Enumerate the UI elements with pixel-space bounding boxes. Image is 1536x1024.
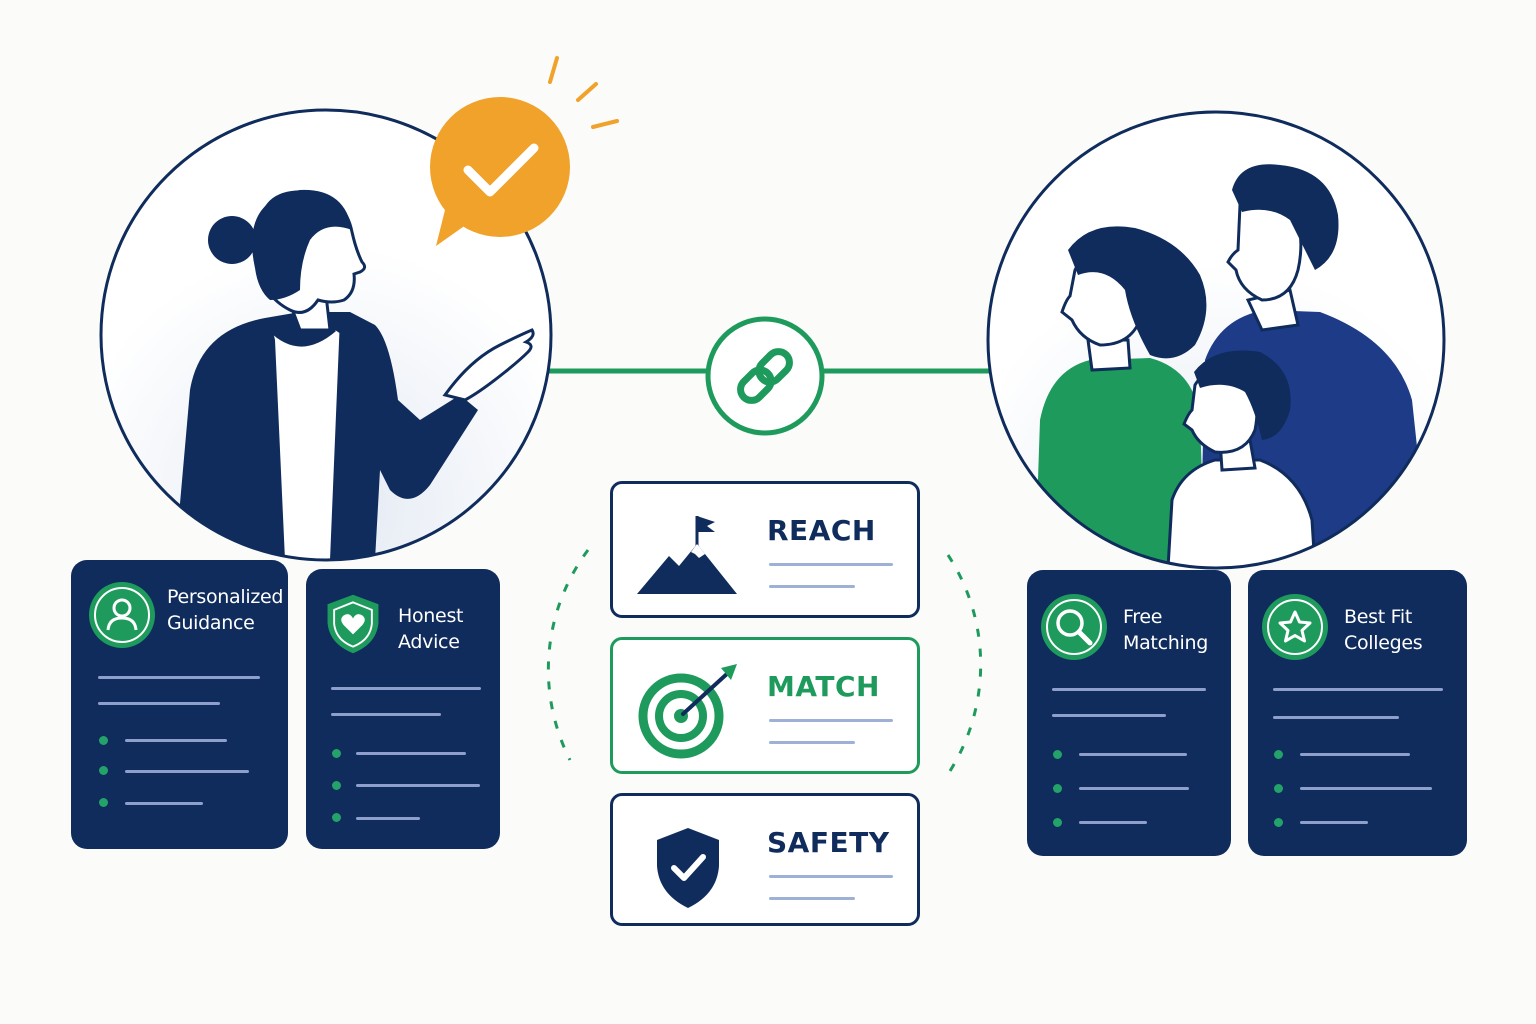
bullet-dot — [99, 736, 108, 745]
advisor-illustration — [99, 108, 553, 562]
text-line — [1052, 688, 1206, 691]
text-line — [125, 770, 249, 773]
card-title: Best Fit Colleges — [1344, 606, 1423, 654]
text-line — [1300, 787, 1432, 790]
shield-check-icon — [657, 828, 719, 908]
text-line — [331, 687, 481, 690]
tier-label: REACH — [767, 514, 876, 547]
text-line — [1273, 688, 1443, 691]
text-line — [1300, 821, 1368, 824]
text-line — [356, 817, 420, 820]
mountain-flag-icon — [637, 516, 737, 594]
bullet-dot — [1053, 784, 1062, 793]
link-icon — [705, 316, 825, 436]
text-line — [1300, 753, 1410, 756]
magnifier-icon — [1041, 594, 1107, 660]
honest-advice-card: Honest Advice — [306, 569, 500, 849]
text-line — [1079, 787, 1189, 790]
tier-label: SAFETY — [767, 826, 890, 859]
text-line — [356, 752, 466, 755]
card-title: Personalized Guidance — [167, 586, 284, 634]
bullet-dot — [99, 798, 108, 807]
text-line — [769, 585, 855, 588]
personalized-guidance-card: Personalized Guidance — [71, 560, 288, 849]
text-line — [1052, 714, 1166, 717]
card-title: Free Matching — [1123, 606, 1208, 654]
bullet-dot — [332, 749, 341, 758]
bullet-dot — [1053, 750, 1062, 759]
card-title: Honest Advice — [398, 605, 464, 653]
text-line — [1079, 821, 1147, 824]
target-arrow-icon — [638, 664, 737, 759]
tier-safety: SAFETY — [610, 793, 920, 926]
text-line — [769, 897, 855, 900]
best-fit-colleges-card: Best Fit Colleges — [1248, 570, 1467, 856]
text-line — [769, 741, 855, 744]
text-line — [769, 875, 893, 878]
bullet-dot — [1274, 784, 1283, 793]
text-line — [1273, 716, 1399, 719]
text-line — [98, 702, 220, 705]
bullet-dot — [1274, 750, 1283, 759]
tier-match: MATCH — [610, 637, 920, 774]
text-line — [356, 784, 480, 787]
text-line — [125, 802, 203, 805]
bullet-dot — [1274, 818, 1283, 827]
bullet-dot — [332, 813, 341, 822]
checkmark-icon — [430, 97, 570, 246]
dashed-arc — [546, 549, 983, 781]
text-line — [98, 676, 260, 679]
text-line — [125, 739, 227, 742]
tier-reach: REACH — [610, 481, 920, 618]
free-matching-card: Free Matching — [1027, 570, 1231, 856]
text-line — [1079, 753, 1187, 756]
spark-lines — [548, 56, 619, 129]
star-icon — [1262, 594, 1328, 660]
heart-shield-icon — [327, 594, 379, 654]
bullet-dot — [1053, 818, 1062, 827]
text-line — [331, 713, 441, 716]
user-icon — [89, 582, 155, 648]
text-line — [769, 563, 893, 566]
bullet-dot — [332, 781, 341, 790]
bullet-dot — [99, 766, 108, 775]
tier-label: MATCH — [767, 670, 880, 703]
text-line — [769, 719, 893, 722]
